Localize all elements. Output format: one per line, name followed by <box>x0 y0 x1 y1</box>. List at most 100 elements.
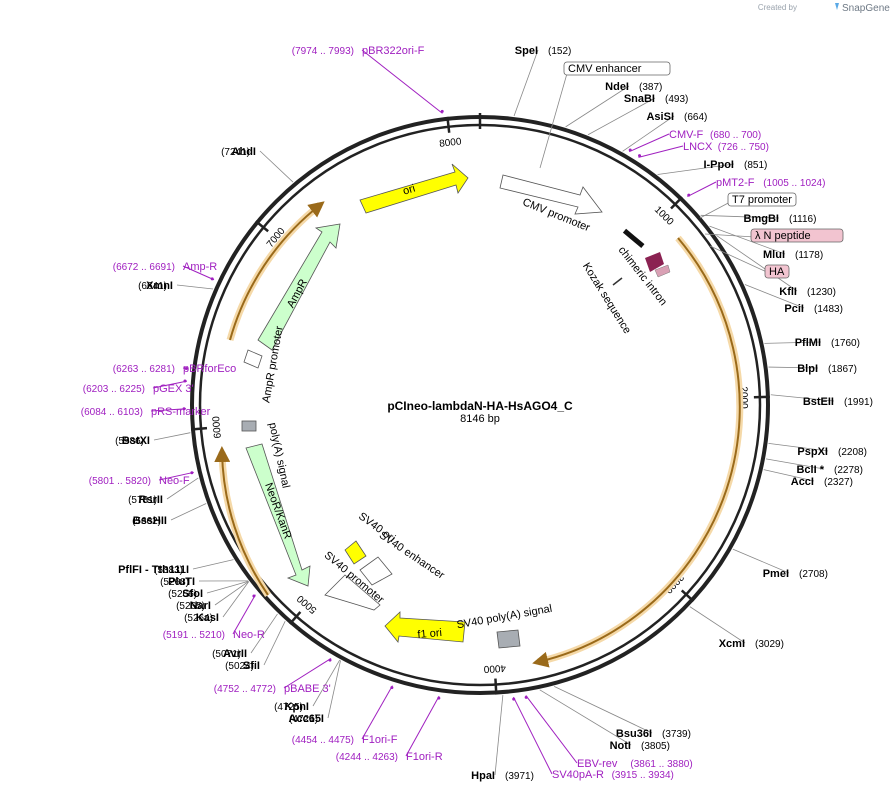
primer-site[interactable]: Amp-R(6672 .. 6691) <box>113 261 218 281</box>
primer-site[interactable]: CMV-F(680 .. 700) <box>628 129 761 153</box>
primer-marker <box>328 658 332 662</box>
restriction-site[interactable]: BlpI (1867) <box>768 363 857 375</box>
primer-site[interactable]: LNCX(726 .. 750) <box>638 141 769 158</box>
site-position: (5662) <box>132 516 161 527</box>
orf-arcs <box>214 201 744 668</box>
primer-site[interactable]: pGEX 3'(6203 .. 6225) <box>83 379 194 395</box>
site-name: Acc65I <box>289 713 324 725</box>
ampr-feature <box>257 223 341 351</box>
primer-site[interactable]: pBABE 3'(4752 .. 4772) <box>214 658 332 695</box>
primer-site[interactable]: F1ori-R(4244 .. 4263) <box>336 695 443 763</box>
primer-position: (1005 .. 1024) <box>763 178 825 189</box>
restriction-site[interactable]: PflMI(1760) <box>764 337 860 349</box>
site-position: (5781) <box>128 495 157 506</box>
primer-site[interactable]: EBV-rev(3861 .. 3880) <box>524 695 693 770</box>
primer-site[interactable]: pBR322ori-F(7974 .. 7993) <box>292 45 444 114</box>
site-name: NarI <box>190 600 211 612</box>
restriction-site[interactable]: KflI(1230) <box>716 235 836 298</box>
site-position: (1867) <box>828 364 857 375</box>
primer-marker <box>190 471 194 475</box>
lambda-n-box[interactable]: λ N peptide <box>704 228 844 243</box>
restriction-site[interactable]: AccI(2327) <box>763 469 853 488</box>
restriction-site[interactable]: (5265)NarI <box>176 581 249 612</box>
site-name: KasI <box>196 612 219 624</box>
site-name: BmgBI <box>744 213 779 225</box>
ori-label: ori <box>402 183 417 198</box>
primer-marker <box>184 366 188 370</box>
site-leader-line <box>587 97 656 136</box>
primer-site[interactable]: Neo-F(5801 .. 5820) <box>89 471 194 487</box>
primer-marker <box>440 109 444 113</box>
primer-leader-line <box>525 695 578 764</box>
primer-name: LNCX <box>683 141 713 153</box>
primer-leader-line <box>152 380 188 389</box>
site-position: (3029) <box>755 639 784 650</box>
box-leader-line <box>704 233 756 238</box>
restriction-site[interactable]: BmgBI (1116) <box>700 213 817 225</box>
site-name: NotI <box>610 740 631 752</box>
site-position: (6641) <box>138 281 167 292</box>
restriction-site[interactable]: Bsu36I(3739) <box>553 686 691 740</box>
site-position: (1116) <box>789 214 816 225</box>
restriction-site[interactable]: SpeI(152) <box>513 45 571 117</box>
restriction-site[interactable]: PciI(1483) <box>744 284 843 315</box>
restriction-site[interactable]: PspXI(2208) <box>768 442 867 458</box>
primer-marker <box>638 154 642 158</box>
restriction-site[interactable]: NotI(3805) <box>539 689 670 752</box>
restriction-site[interactable]: (7241)AhdI <box>221 146 294 183</box>
restriction-site[interactable]: (4725)KpnI <box>274 659 341 713</box>
restriction-site[interactable]: (4721)Acc65I <box>289 660 341 725</box>
site-position: (2708) <box>799 569 828 580</box>
primer-name: EBV-rev <box>577 758 618 770</box>
site-position: (664) <box>684 112 707 123</box>
restriction-site[interactable]: MluI(1178) <box>709 225 823 261</box>
site-position: (1178) <box>795 250 823 261</box>
site-name: BlpI <box>797 363 818 375</box>
restriction-site[interactable]: I-PpoI(851) <box>657 159 768 175</box>
site-leader-line <box>765 458 825 470</box>
cmv-enhancer-box[interactable]: CMV enhancer <box>539 61 671 169</box>
restriction-site[interactable]: (5071)AvrII <box>212 613 278 660</box>
site-leader-line <box>250 613 278 654</box>
tick-label: 8000 <box>439 136 463 149</box>
primer-marker <box>183 379 187 383</box>
site-leader-line <box>709 225 786 255</box>
restriction-site[interactable]: NdeI(387) <box>565 81 663 128</box>
primer-site[interactable]: pMT2-F(1005 .. 1024) <box>687 177 825 198</box>
restriction-site[interactable]: (5781)RsrII <box>128 477 199 506</box>
restriction-site[interactable]: PmeI(2708) <box>732 548 828 580</box>
primer-site[interactable]: pRS-marker(6084 .. 6103) <box>81 406 211 418</box>
tick-mark <box>494 678 498 695</box>
site-name: BssHII <box>133 515 167 527</box>
restriction-site[interactable]: (5024)SfiI <box>225 620 286 672</box>
restriction-site[interactable]: SnaBI(493) <box>587 93 688 136</box>
site-name: I-PpoI <box>703 159 734 171</box>
primer-site[interactable]: F1ori-F(4454 .. 4475) <box>292 685 398 746</box>
restriction-site[interactable]: HpaI(3971) <box>471 695 534 782</box>
t7-promoter-box[interactable]: T7 promoter <box>699 192 797 219</box>
restriction-site[interactable]: (5662)BssHII <box>132 503 207 527</box>
restriction-site[interactable]: BstEII(1991) <box>770 394 873 408</box>
restriction-site[interactable]: XcmI(3029) <box>689 606 784 650</box>
restriction-site[interactable]: (5986)BstXI <box>115 432 191 447</box>
restriction-site[interactable]: (5383)PflFI - Tth111I <box>118 559 234 576</box>
ha-box[interactable]: HA <box>709 245 790 279</box>
primer-site[interactable]: pBRforEco(6263 .. 6281) <box>113 363 236 375</box>
restriction-site[interactable]: (5266)SfoI <box>168 580 249 600</box>
restriction-site[interactable]: AsiSI(664) <box>622 111 708 152</box>
site-name: PflFI - Tth111I <box>118 564 189 576</box>
orf-ampr-arc <box>229 201 325 341</box>
restriction-site[interactable]: (6641)XmnI <box>138 280 214 292</box>
primer-site[interactable]: Neo-R(5191 .. 5210) <box>163 594 265 641</box>
tick-mark <box>446 116 451 133</box>
primer-position: (4752 .. 4772) <box>214 684 276 695</box>
restriction-site[interactable]: (5268)PluTI <box>160 576 249 588</box>
primer-name: pBR322ori-F <box>362 45 425 57</box>
primer-site[interactable]: SV40pA-R(3915 .. 3934) <box>512 696 674 781</box>
site-name: BstEII <box>803 396 834 408</box>
restriction-site[interactable]: BclI *(2278) <box>765 458 863 476</box>
created-by-text: Created by <box>758 3 797 12</box>
restriction-site[interactable]: (5264)KasI <box>184 581 250 624</box>
box-leader-line <box>539 69 569 169</box>
site-position: (1483) <box>814 304 843 315</box>
